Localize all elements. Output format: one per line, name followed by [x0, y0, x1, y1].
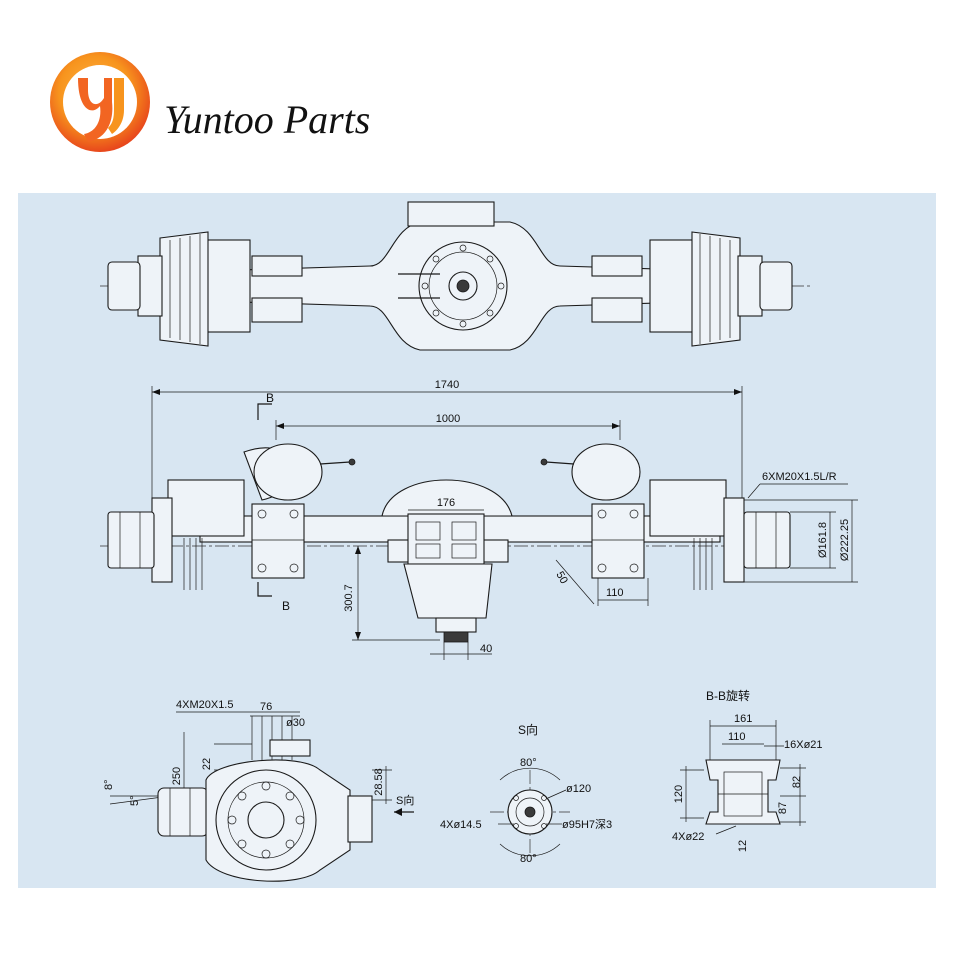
dim-80-bottom: 80° [520, 853, 537, 865]
brand-logo [48, 50, 152, 154]
bb-view: B-B旋转 161 110 16Xø21 120 82 87 4Xø22 12 [672, 688, 823, 852]
dim-hub-small: Ø161.8 [817, 522, 829, 558]
dim-110-front: 110 [606, 587, 624, 599]
dim-110-bb: 110 [728, 731, 746, 743]
yuntoo-logo-icon [50, 52, 150, 152]
front-view: 1740 1000 B B 176 [100, 379, 858, 660]
dim-300-7: 300.7 [343, 584, 355, 612]
dim-76: 76 [260, 701, 272, 713]
dim-holes-14-5: 4Xø14.5 [440, 819, 482, 831]
dim-angle-50: 50 [553, 570, 570, 587]
dim-holes-21: 16Xø21 [784, 739, 823, 751]
top-view [100, 201, 810, 351]
dim-176: 176 [437, 497, 455, 509]
dim-87: 87 [777, 802, 789, 814]
dim-angle-5: 5° [129, 795, 141, 806]
dim-120-bb: 120 [673, 785, 685, 803]
dim-22: 22 [201, 758, 213, 770]
dim-82: 82 [791, 776, 803, 788]
view-arrow-s: S向 [396, 793, 414, 807]
dim-40: 40 [480, 643, 492, 655]
dim-d30: ø30 [286, 717, 305, 729]
dim-1740: 1740 [435, 379, 459, 391]
s-view-title: S向 [518, 722, 538, 737]
dim-d120: ø120 [566, 783, 591, 795]
dim-bore: ø95H7深3 [562, 818, 612, 831]
dim-80-top: 80° [520, 757, 537, 769]
dim-250: 250 [171, 767, 183, 785]
dim-1000: 1000 [436, 413, 460, 425]
dim-28-58: 28.58 [373, 768, 385, 796]
dim-hub-large: Ø222.25 [839, 519, 851, 561]
dim-161: 161 [734, 713, 752, 725]
dim-angle-8: 8° [103, 779, 115, 790]
brand-name: Yuntoo Parts [164, 97, 371, 142]
section-label-bottom: B [282, 599, 290, 613]
bb-view-title: B-B旋转 [706, 688, 750, 703]
dim-12: 12 [737, 840, 749, 852]
side-view: 4XM20X1.5 76 ø30 22 250 8° 5° [103, 699, 414, 882]
dim-studs: 4XM20X1.5 [176, 699, 233, 711]
section-label-top: B [266, 391, 274, 405]
dim-bolt-spec: 6XM20X1.5L/R [762, 471, 837, 483]
dim-holes-22: 4Xø22 [672, 831, 704, 843]
s-view: S向 80° 80° ø120 4Xø14.5 ø95H7深3 [440, 722, 612, 865]
